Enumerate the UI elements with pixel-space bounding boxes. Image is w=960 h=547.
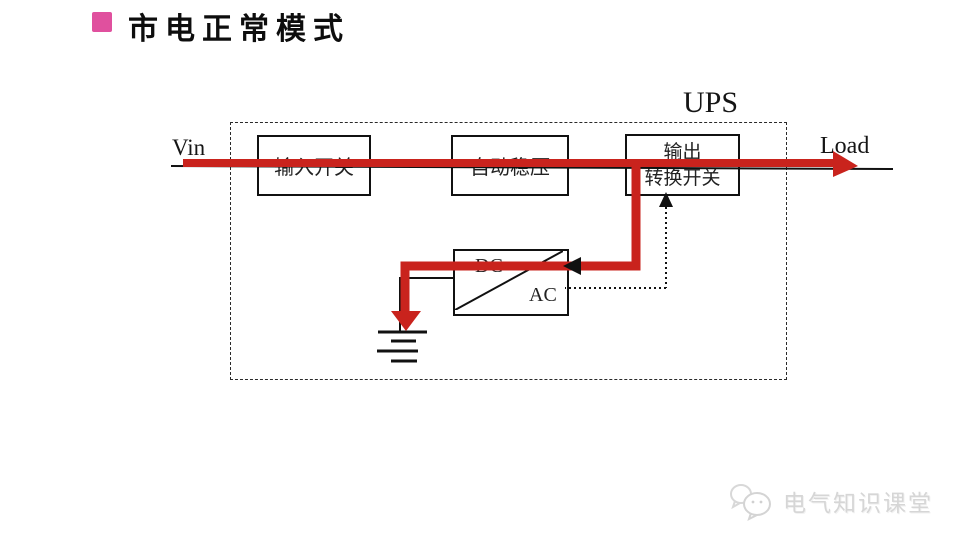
watermark: 电气知识课堂 [727,481,933,521]
block-output-switch-label-line2: 转换开关 [644,168,721,189]
block-voltage-regulator: 自动稳压 [451,135,569,196]
block-output-switch-label-line1: 输出 [663,142,702,163]
block-voltage-regulator-label: 自动稳压 [470,157,550,179]
block-dc-ac-converter: DC AC [453,249,569,316]
block-input-switch: 输入开关 [257,135,371,196]
vin-source-label: Vin [172,135,206,160]
wechat-chat-bubbles-icon [730,484,771,521]
ups-label: UPS [683,86,739,119]
converter-ac-label: AC [529,284,557,306]
converter-dc-label: DC [475,255,503,277]
title-bullet-square [92,12,112,32]
load-label: Load [820,133,870,159]
slide-title: 市电正常模式 [128,13,350,46]
watermark-text: 电气知识课堂 [783,490,933,516]
block-output-transfer-switch: 输出 转换开关 [625,134,740,196]
ups-dashed-frame [230,122,787,380]
block-input-switch-label: 输入开关 [274,157,354,179]
